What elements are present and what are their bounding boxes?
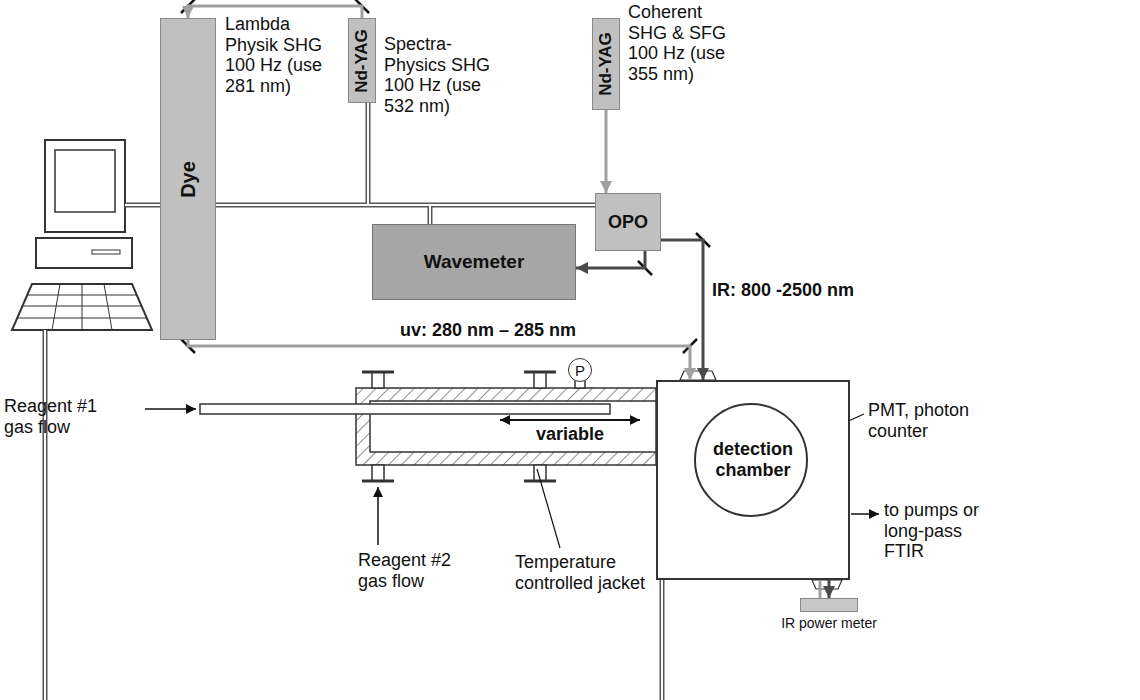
exhaust-label: to pumps or long-pass FTIR: [884, 500, 994, 562]
computer-icon: [82, 284, 83, 330]
ir-beam: [576, 251, 645, 268]
computer-icon: [12, 284, 152, 330]
wavemeter-box-text: Wavemeter: [424, 251, 525, 273]
pressure-gauge-text: P: [575, 362, 585, 379]
opo-box: OPO: [595, 193, 661, 251]
computer-icon: [104, 284, 112, 330]
flow-tube: [372, 465, 384, 481]
laser-spec-label: Lambda Physik SHG 100 Hz (use 281 nm): [225, 14, 337, 97]
dye-laser-box-text: Dye: [176, 161, 199, 198]
ndyag-laser-box-text: Nd-YAG: [352, 29, 372, 93]
exhaust-label: to pumps or long-pass FTIR: [884, 500, 994, 562]
flow-arrow: [377, 487, 379, 545]
flow-tube: [372, 372, 384, 388]
control-cable: [45, 103, 662, 700]
optical-window: [680, 371, 716, 380]
travel-label: variable: [536, 424, 604, 445]
laser-spec-label: Lambda Physik SHG 100 Hz (use 281 nm): [225, 14, 337, 97]
flow-tube: [362, 480, 394, 483]
ir-power-meter: IR power meter: [800, 598, 858, 612]
dye-laser-box: Dye: [160, 18, 216, 340]
beam-label: IR: 800 -2500 nm: [712, 280, 854, 301]
beam-label: uv: 280 nm – 285 nm: [400, 320, 576, 341]
uv-beam: [605, 110, 608, 193]
ir-beam: [828, 580, 831, 598]
gas-inlet-label: Reagent #1 gas flow: [4, 396, 116, 437]
ndyag-laser-box: Nd-YAG: [592, 18, 620, 110]
gas-inlet-label: Reagent #1 gas flow: [4, 396, 116, 437]
laser-spec-label: Spectra-Physics SHG 100 Hz (use 532 nm): [384, 34, 496, 117]
leader-line: [537, 469, 560, 548]
control-cable: [45, 103, 662, 700]
flow-tube: [534, 372, 546, 388]
opo-box-text: OPO: [608, 212, 648, 233]
control-cable: [45, 103, 662, 700]
detection-chamber: detection chamber: [656, 380, 850, 580]
detection-chamber-text: detection chamber: [701, 439, 805, 480]
optical-window: [812, 580, 842, 589]
detector-label: PMT, photon counter: [868, 400, 998, 441]
flow-arrow: [500, 419, 640, 421]
ndyag-laser-box-text: Nd-YAG: [596, 32, 616, 96]
computer-icon: [36, 238, 132, 268]
uv-beam: [819, 580, 822, 598]
wavemeter-box: Wavemeter: [372, 224, 576, 300]
pressure-gauge: P: [568, 358, 592, 382]
beam-label: IR: 800 -2500 nm: [712, 280, 854, 301]
detector-label: PMT, photon counter: [868, 400, 998, 441]
flow-arrow: [145, 408, 196, 410]
flow-tube: [200, 404, 610, 414]
ir-power-meter-text: IR power meter: [781, 615, 877, 631]
gas-inlet-label: Reagent #2 gas flow: [358, 550, 468, 591]
travel-label: variable: [536, 424, 604, 445]
laser-spec-label: Spectra-Physics SHG 100 Hz (use 532 nm): [384, 34, 496, 117]
flow-tube: [356, 388, 656, 465]
laser-spec-label: Coherent SHG & SFG 100 Hz (use 355 nm): [628, 2, 746, 85]
ndyag-laser-box: Nd-YAG: [348, 18, 376, 103]
uv-beam: [188, 340, 690, 380]
computer-icon: [45, 140, 125, 232]
flow-arrow: [851, 513, 879, 515]
jacket-label: Temperature controlled jacket: [515, 552, 653, 593]
ir-beam: [661, 240, 703, 380]
laser-spec-label: Coherent SHG & SFG 100 Hz (use 355 nm): [628, 2, 746, 85]
flow-tube: [362, 371, 394, 374]
beam-label: uv: 280 nm – 285 nm: [400, 320, 576, 341]
computer-icon: [52, 284, 60, 330]
computer-icon: [55, 150, 115, 212]
flow-tube: [200, 372, 656, 481]
flow-tube: [524, 371, 556, 374]
computer-icon: [12, 140, 152, 330]
computer-icon: [92, 250, 120, 254]
gas-inlet-label: Reagent #2 gas flow: [358, 550, 468, 591]
jacket-label: Temperature controlled jacket: [515, 552, 653, 593]
pmt-circle: [695, 404, 807, 516]
